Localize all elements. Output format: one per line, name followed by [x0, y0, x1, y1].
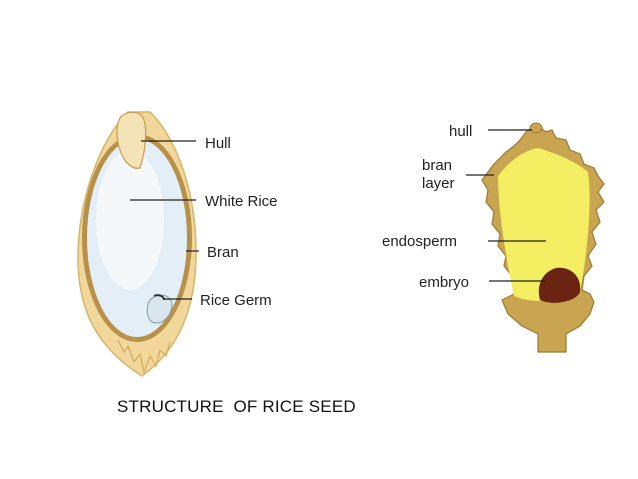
left-rice-grain: Hull White Rice Bran Rice Germ	[77, 111, 278, 377]
label-hull-left: Hull	[205, 135, 231, 152]
label-hull-right: hull	[449, 123, 472, 140]
left-hull-cap	[116, 111, 147, 169]
label-endosperm: endosperm	[382, 233, 457, 250]
right-endosperm-shape	[498, 148, 590, 301]
left-white-rice-highlight	[96, 150, 164, 290]
left-hull-tip	[117, 339, 171, 375]
label-rice-germ: Rice Germ	[200, 292, 272, 309]
diagram-caption: STRUCTURE OF RICE SEED	[117, 397, 356, 416]
left-rice-germ-mark	[153, 294, 165, 301]
left-rice-germ-shape	[146, 294, 173, 324]
label-white-rice: White Rice	[205, 193, 278, 210]
label-bran-layer-line2: layer	[422, 175, 455, 192]
right-rice-seed: hull bran layer endosperm embryo	[382, 122, 605, 353]
label-bran-layer-line1: bran	[422, 157, 452, 174]
right-embryo-shape	[538, 267, 581, 303]
label-embryo: embryo	[419, 274, 469, 291]
label-bran-left: Bran	[207, 244, 239, 261]
right-hull-tip	[529, 122, 543, 134]
